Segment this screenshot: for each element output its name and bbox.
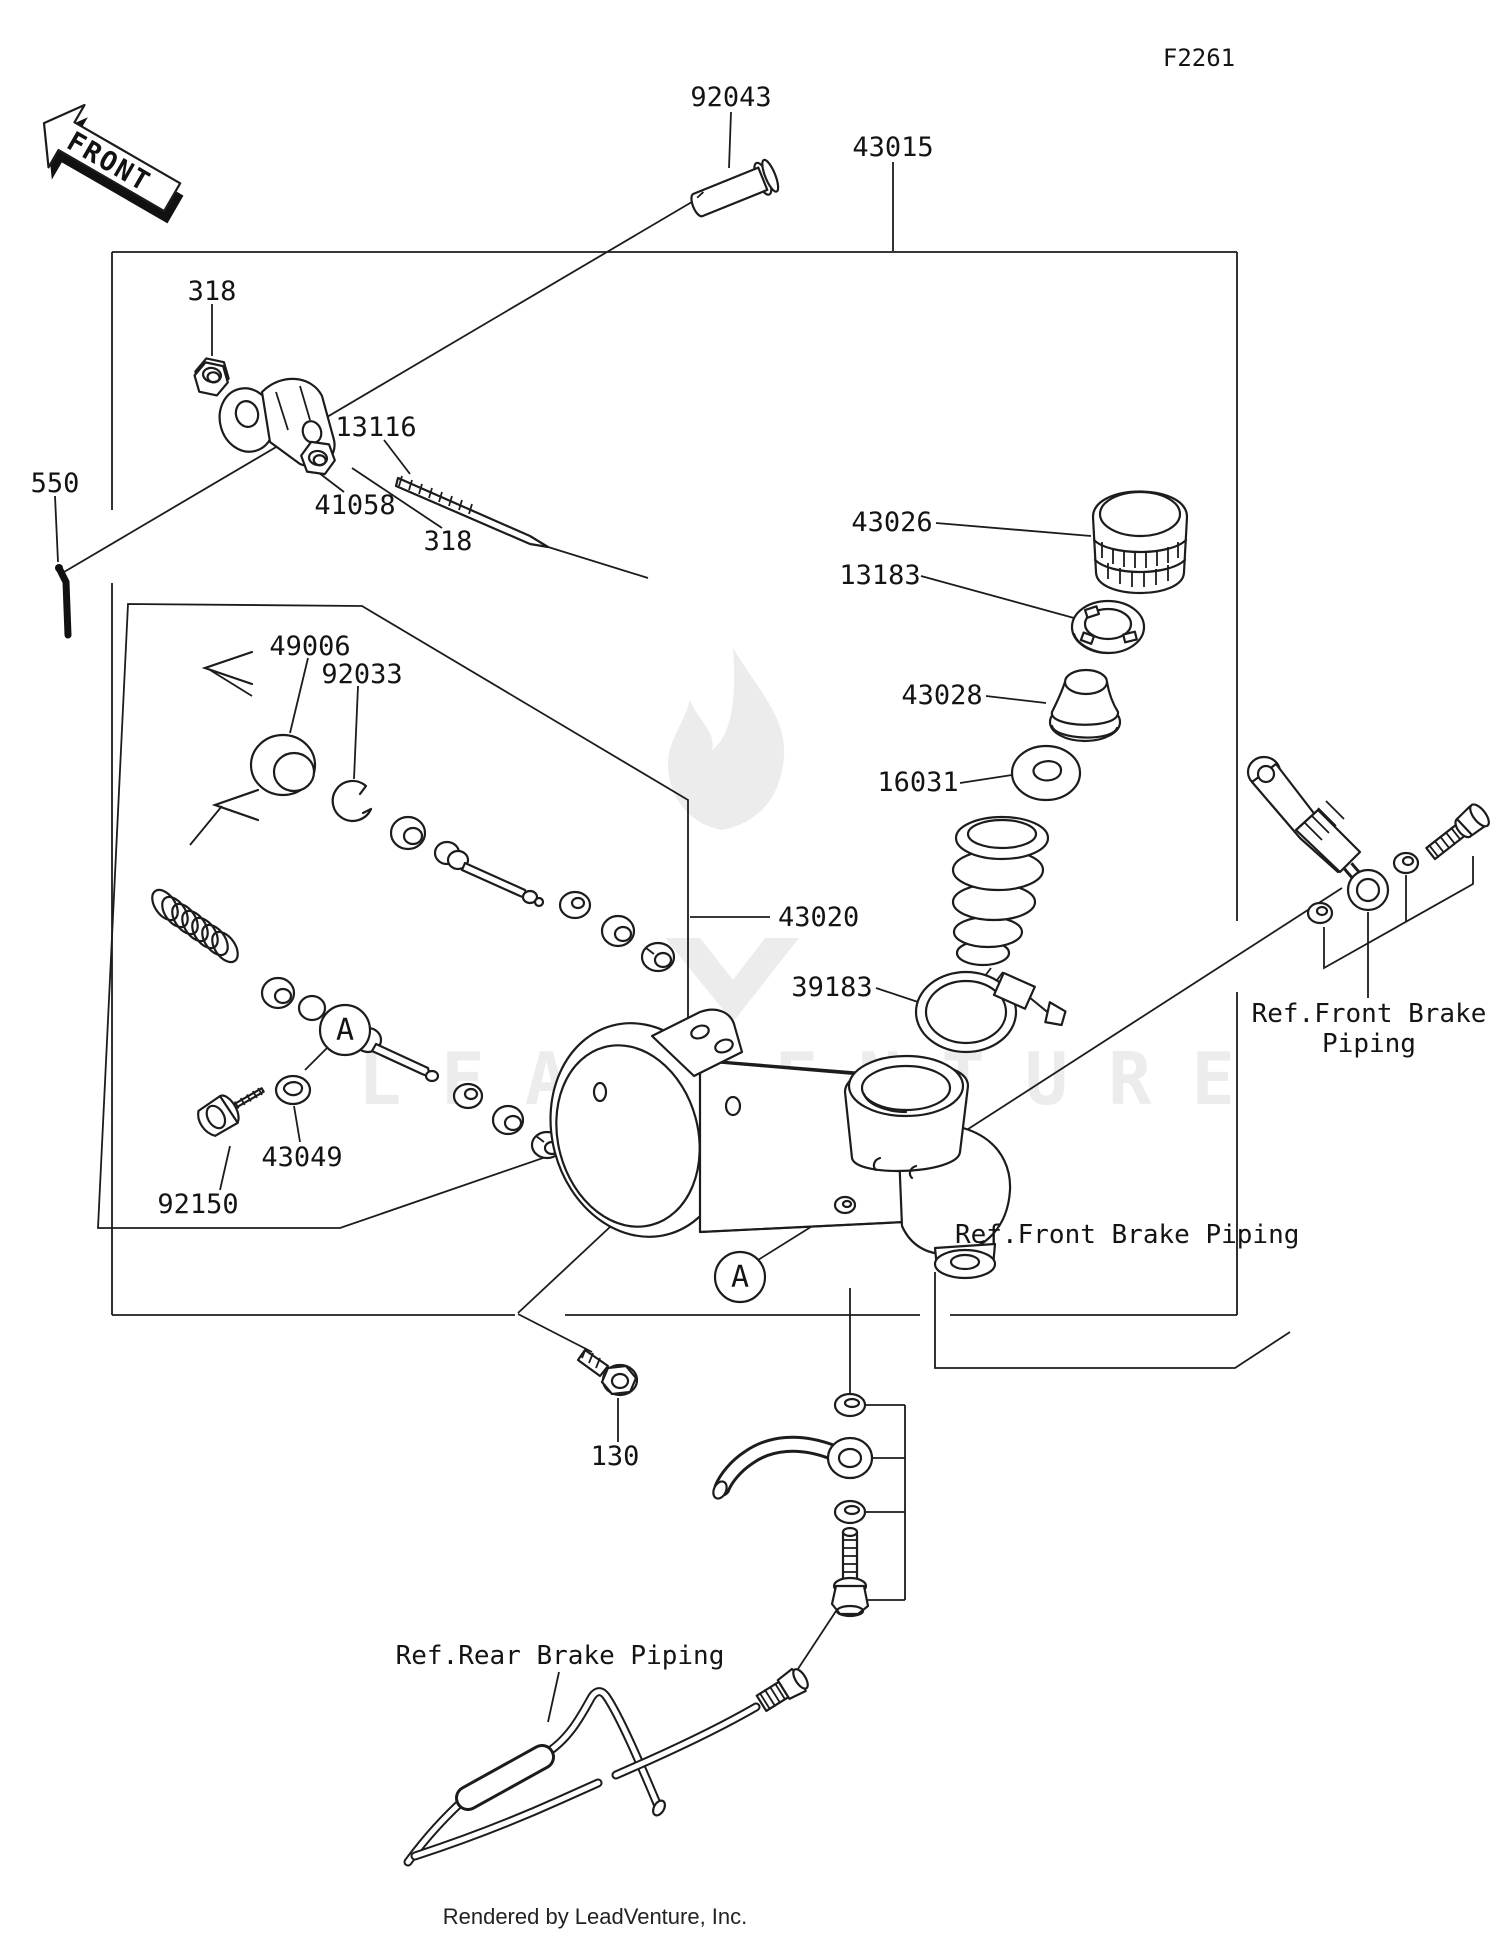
hex-nut-318-a bbox=[193, 357, 230, 397]
diaphragm-cup-43028 bbox=[1048, 668, 1122, 743]
direction-arrow-icon bbox=[201, 650, 260, 822]
callout-a-2-label: A bbox=[731, 1260, 749, 1295]
eye-washer-upper bbox=[1392, 851, 1420, 875]
ref-front-brake-piping-upper-line2: Piping bbox=[1322, 1029, 1416, 1059]
reservoir-cap-43026 bbox=[1091, 490, 1189, 595]
part-label-43028: 43028 bbox=[901, 680, 982, 711]
part-label-92150: 92150 bbox=[157, 1189, 238, 1220]
callout-a-1-label: A bbox=[336, 1013, 354, 1048]
part-label-550: 550 bbox=[31, 468, 80, 499]
part-label-13183: 13183 bbox=[839, 560, 920, 591]
eye-bolt-upper bbox=[1425, 803, 1490, 861]
banjo-bolt bbox=[830, 1526, 870, 1618]
part-label-92043: 92043 bbox=[690, 82, 771, 113]
rendered-by-footer: Rendered by LeadVenture, Inc. bbox=[443, 1904, 748, 1929]
ref-rear-brake-piping: Ref.Rear Brake Piping bbox=[396, 1641, 725, 1671]
part-label-130: 130 bbox=[591, 1441, 640, 1472]
part-label-41058: 41058 bbox=[314, 490, 395, 521]
circlip-92033 bbox=[331, 779, 373, 823]
banjo-washer-bottom bbox=[833, 1499, 867, 1525]
part-label-39183: 39183 bbox=[791, 972, 872, 1003]
leadventure-watermark-logo bbox=[665, 648, 799, 1022]
washer-43049 bbox=[274, 1074, 312, 1106]
ref-front-brake-piping-upper-line1: Ref.Front Brake bbox=[1252, 999, 1487, 1029]
push-rod-assembly bbox=[433, 840, 545, 908]
cup-seal-row2 bbox=[260, 976, 296, 1010]
master-cylinder-body bbox=[549, 1008, 1012, 1280]
ref-front-brake-piping-lower: Ref.Front Brake Piping bbox=[955, 1220, 1299, 1250]
diaphragm-plate-16031 bbox=[1010, 744, 1082, 802]
flare-fitting bbox=[755, 1667, 809, 1713]
part-label-318-a: 318 bbox=[188, 276, 237, 307]
brake-rod-with-boot bbox=[1246, 755, 1367, 886]
part-label-13116: 13116 bbox=[335, 412, 416, 443]
cup-seal-row1-b bbox=[600, 914, 636, 948]
clevis-pin-92043 bbox=[690, 158, 780, 218]
rod-eye-joint bbox=[1346, 868, 1390, 912]
hex-nut-318-b bbox=[300, 440, 336, 476]
brake-hose-eye bbox=[712, 1435, 874, 1500]
threaded-rod-13116 bbox=[394, 475, 550, 549]
part-label-318-b: 318 bbox=[424, 526, 473, 557]
return-spring bbox=[151, 888, 239, 964]
piston-stop-ring-49006 bbox=[249, 733, 317, 797]
retainer-row1 bbox=[640, 941, 676, 973]
part-label-43020: 43020 bbox=[778, 902, 859, 933]
callout-a-1: A bbox=[318, 1003, 372, 1057]
part-label-43049: 43049 bbox=[261, 1142, 342, 1173]
bleed-bolt-92150 bbox=[197, 1087, 265, 1137]
banjo-washer-top bbox=[833, 1392, 867, 1418]
callout-a-2: A bbox=[713, 1250, 767, 1304]
front-direction-arrow: FRONT bbox=[42, 103, 184, 224]
cup-seal-row1 bbox=[389, 815, 427, 851]
hose-clamp-39183 bbox=[914, 967, 1067, 1054]
cotter-pin-550 bbox=[55, 564, 72, 639]
mount-bolt-130 bbox=[576, 1347, 639, 1397]
part-label-43026: 43026 bbox=[851, 507, 932, 538]
washer-row2 bbox=[452, 1082, 484, 1110]
leader-lines bbox=[54, 111, 1474, 1723]
rear-brake-pipes bbox=[403, 1667, 809, 1867]
cup-seal-row2-b bbox=[491, 1104, 525, 1136]
eye-washer-lower bbox=[1306, 901, 1334, 925]
cap-retainer-ring-13183 bbox=[1070, 599, 1146, 655]
figure-code: F2261 bbox=[1163, 44, 1235, 72]
reservoir-bellows bbox=[951, 815, 1050, 967]
part-label-49006: 49006 bbox=[269, 631, 350, 662]
part-label-16031: 16031 bbox=[877, 767, 958, 798]
washer-row1 bbox=[558, 890, 592, 920]
part-label-92033: 92033 bbox=[321, 659, 402, 690]
part-label-43015: 43015 bbox=[852, 132, 933, 163]
